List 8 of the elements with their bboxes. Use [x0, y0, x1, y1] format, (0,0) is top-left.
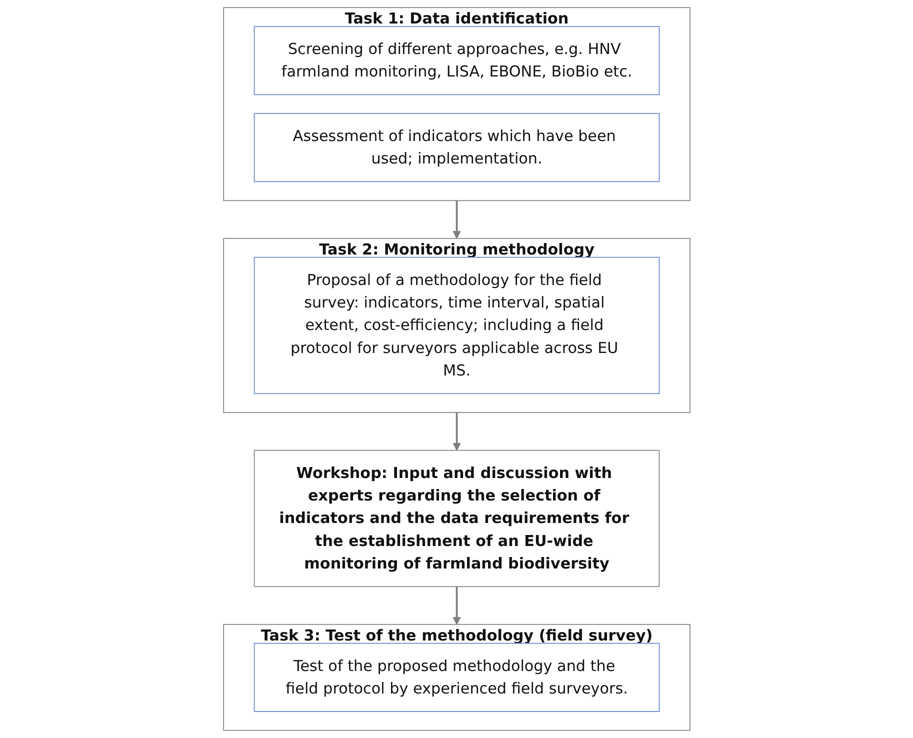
- node-box: Test of the proposed methodology and the field protocol by experienced field surveyors.: [254, 642, 660, 712]
- arrow: [452, 200, 461, 239]
- node-box: Proposal of a methodology for the field survey: indicators, time interval, spatial extent, cost-efficiency; including a field protocol for surveyors applicable across EU MS.: [254, 256, 660, 394]
- node-box: Screening of different approaches, e.g. HNV farmland monitoring, LISA, EBONE, BioBio etc.: [254, 26, 660, 96]
- arrow: [452, 412, 461, 451]
- node-box: Assessment of indicators which have been used; implementation.: [254, 113, 660, 182]
- arrow: [452, 586, 461, 625]
- node-box: Workshop: Input and discussion with experts regarding the selection of indicators and the data requirements for the establishment of an EU-wide monitoring of farmland biodiversity: [254, 450, 660, 588]
